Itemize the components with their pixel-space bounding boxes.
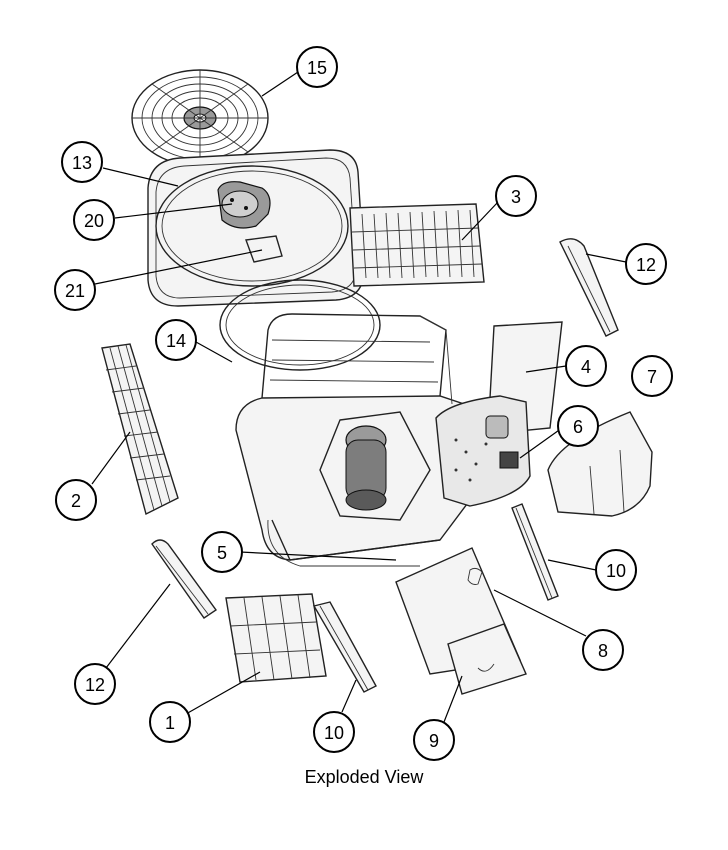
leader-lines xyxy=(91,71,627,723)
cover-plate xyxy=(447,623,527,695)
callout-1: 1 xyxy=(149,701,191,743)
svg-text:10: 10 xyxy=(606,561,626,581)
svg-text:5: 5 xyxy=(217,543,227,563)
svg-text:2: 2 xyxy=(71,491,81,511)
callout-7: 7 xyxy=(631,355,673,397)
corner-post-lower xyxy=(151,539,217,619)
svg-text:13: 13 xyxy=(72,153,92,173)
callout-6: 6 xyxy=(557,405,599,447)
fan-motor xyxy=(217,181,271,229)
side-grille-right xyxy=(349,203,485,287)
svg-text:8: 8 xyxy=(598,641,608,661)
svg-text:9: 9 xyxy=(429,731,439,751)
callout-4: 4 xyxy=(565,345,607,387)
svg-text:3: 3 xyxy=(511,187,521,207)
callout-14: 14 xyxy=(155,319,197,361)
callout-20: 20 xyxy=(73,199,115,241)
diagram-caption: Exploded View xyxy=(304,767,424,787)
callout-8: 8 xyxy=(582,629,624,671)
svg-text:1: 1 xyxy=(165,713,175,733)
svg-text:20: 20 xyxy=(84,211,104,231)
callout-12-lower: 12 xyxy=(74,663,116,705)
callout-15: 15 xyxy=(296,46,338,88)
callouts: 15 13 20 3 21 12 14 4 xyxy=(54,46,673,761)
callout-9: 9 xyxy=(413,719,455,761)
svg-text:12: 12 xyxy=(85,675,105,695)
side-panel-right xyxy=(547,411,653,517)
front-post xyxy=(312,601,377,693)
svg-text:12: 12 xyxy=(636,255,656,275)
callout-13: 13 xyxy=(61,141,103,183)
front-grille xyxy=(225,593,327,683)
callout-10-right: 10 xyxy=(595,549,637,591)
fan-guard-grille xyxy=(131,69,269,167)
svg-text:14: 14 xyxy=(166,331,186,351)
svg-text:21: 21 xyxy=(65,281,85,301)
orifice-ring xyxy=(219,279,381,371)
control-box xyxy=(435,395,531,507)
fan-blade xyxy=(245,235,283,263)
callout-21: 21 xyxy=(54,269,96,311)
svg-text:10: 10 xyxy=(324,723,344,743)
compressor xyxy=(319,411,431,521)
svg-text:6: 6 xyxy=(573,417,583,437)
callout-5: 5 xyxy=(201,531,243,573)
svg-text:7: 7 xyxy=(647,367,657,387)
corner-post-upper xyxy=(559,238,619,337)
callout-3: 3 xyxy=(495,175,537,217)
top-cover xyxy=(147,149,365,307)
callout-10-lower: 10 xyxy=(313,711,355,753)
callout-12-upper: 12 xyxy=(625,243,667,285)
svg-text:4: 4 xyxy=(581,357,591,377)
side-post xyxy=(511,503,559,601)
side-grille-left xyxy=(101,343,179,516)
callout-2: 2 xyxy=(55,479,97,521)
svg-text:15: 15 xyxy=(307,58,327,78)
